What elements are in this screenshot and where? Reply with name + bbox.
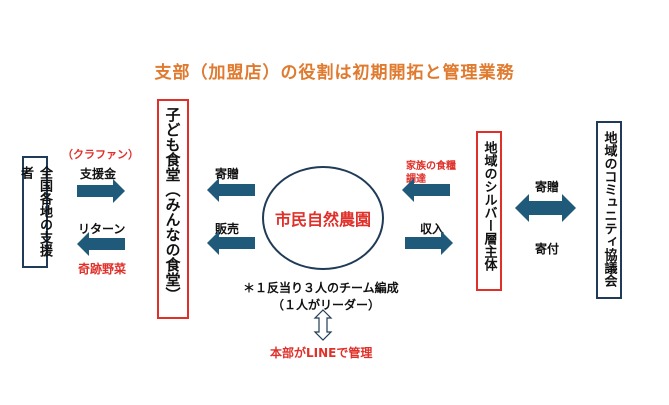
family-food-arrow bbox=[402, 178, 450, 202]
income-label: 収入 bbox=[420, 222, 445, 236]
community-council-box: 地域のコミュニティ協議会 bbox=[596, 121, 622, 299]
return-label: リターン bbox=[78, 222, 126, 236]
donation-double-arrow bbox=[515, 194, 576, 222]
kodomo-shokudo-sub: （みんなの食堂） bbox=[163, 182, 182, 302]
sales-arrow bbox=[207, 231, 255, 255]
silver-layer-label: 地域のシルバー層主体 bbox=[481, 141, 497, 271]
procurement-label: 調達 bbox=[406, 174, 426, 185]
farm-ellipse-label: 市民自然農園 bbox=[274, 210, 371, 229]
return-arrow bbox=[77, 232, 125, 256]
supporters-box: 全国各地の支援者 bbox=[18, 156, 52, 268]
sales-label: 販売 bbox=[215, 222, 240, 236]
donation-right-label: 寄贈 bbox=[535, 180, 560, 194]
donation-left-arrow bbox=[207, 178, 255, 202]
management-double-arrow bbox=[313, 309, 333, 341]
donation-left-label: 寄贈 bbox=[215, 167, 240, 181]
farm-ellipse: 市民自然農園 bbox=[262, 166, 384, 270]
leader-note: （１人がリーダー） bbox=[272, 298, 381, 312]
support-money-label: 支援金 bbox=[80, 167, 117, 181]
family-food-label: 家族の食糧 bbox=[406, 161, 456, 172]
contribution-label: 寄付 bbox=[535, 242, 560, 256]
miracle-vegetable-label: 奇跡野菜 bbox=[78, 262, 127, 276]
team-note: ＊１反当り３人のチーム編成 bbox=[243, 281, 399, 295]
diagram-title: 支部（加盟店）の役割は初期開拓と管理業務 bbox=[154, 63, 515, 83]
silver-layer-box: 地域のシルバー層主体 bbox=[476, 131, 502, 291]
line-management-label: 本部がLINEで管理 bbox=[270, 346, 373, 360]
support-money-arrow bbox=[77, 179, 125, 203]
income-arrow bbox=[405, 231, 453, 255]
crowdfunding-label: （クラファン） bbox=[62, 148, 139, 161]
supporters-box-label: 全国各地の支援者 bbox=[18, 166, 52, 257]
kodomo-shokudo-box: 子ども食堂 （みんなの食堂） bbox=[157, 99, 189, 319]
kodomo-shokudo-label: 子ども食堂 bbox=[163, 107, 182, 182]
community-council-label: 地域のコミュニティ協議会 bbox=[601, 131, 617, 287]
